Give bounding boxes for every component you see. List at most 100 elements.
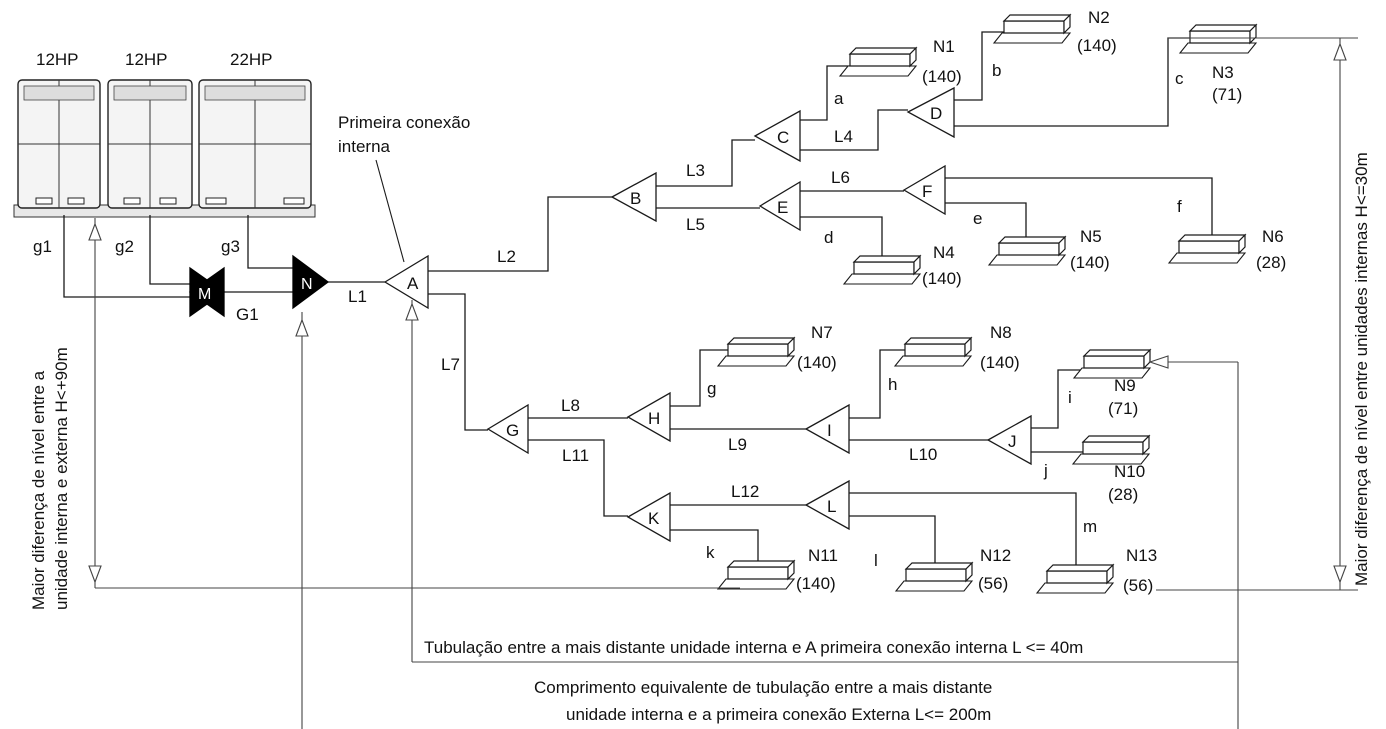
svg-text:(140): (140) (1077, 36, 1117, 55)
svg-text:H: H (648, 409, 660, 428)
outdoor-unit-3-label: 22HP (230, 50, 273, 69)
label-g1: g1 (33, 237, 52, 256)
svg-text:(56): (56) (1123, 576, 1153, 595)
indoor-unit-N11: N11 (140) (717, 546, 838, 593)
label-h: h (888, 375, 897, 394)
indoor-unit-N2: N2 (140) (993, 8, 1117, 55)
joint-C: C (753, 109, 801, 163)
indoor-unit-N4: N4 (140) (843, 243, 962, 288)
svg-text:N9: N9 (1114, 376, 1136, 395)
bottom-dimension-text-1: Tubulação entre a mais distante unidade … (424, 638, 1083, 657)
svg-text:(140): (140) (922, 67, 962, 86)
pipe-h (849, 349, 905, 419)
label-G1: G1 (236, 305, 259, 324)
bottom-dimension-text-2a: Comprimento equivalente de tubulação ent… (534, 678, 992, 697)
svg-text:N: N (301, 276, 313, 293)
joint-G: G (486, 403, 529, 455)
outdoor-unit-1 (17, 79, 101, 209)
left-dimension-text-1: Maior diferença de nível entre a (29, 370, 48, 610)
svg-text:E: E (777, 198, 788, 217)
pipe-L11 (528, 439, 628, 517)
pipe-f (945, 177, 1213, 238)
label-d: d (824, 228, 833, 247)
svg-text:A: A (407, 274, 419, 293)
svg-text:K: K (648, 509, 660, 528)
pipe-g3 (247, 215, 293, 269)
svg-text:N1: N1 (933, 37, 955, 56)
outdoor-piping: g1 g2 g3 G1 (33, 215, 385, 324)
svg-text:(140): (140) (922, 269, 962, 288)
joint-L: L (804, 479, 850, 531)
label-c: c (1175, 69, 1184, 88)
label-g2: g2 (115, 237, 134, 256)
svg-text:N10: N10 (1114, 462, 1145, 481)
svg-text:N11: N11 (808, 546, 838, 565)
label-L2: L2 (497, 247, 516, 266)
label-e: e (973, 209, 982, 228)
label-f: f (1177, 197, 1182, 216)
label-L10: L10 (909, 445, 937, 464)
outdoor-units: 12HP 12HP 22HP (13, 50, 316, 218)
svg-text:N12: N12 (980, 546, 1011, 565)
outdoor-unit-3 (198, 79, 312, 209)
pipe-L3 (656, 139, 755, 187)
svg-text:(28): (28) (1256, 253, 1286, 272)
svg-text:(140): (140) (797, 353, 837, 372)
pipe-m (849, 492, 1077, 570)
pipe-g2 (149, 215, 190, 285)
label-L9: L9 (728, 435, 747, 454)
label-b: b (992, 61, 1001, 80)
label-g: g (707, 379, 716, 398)
pipe-a (800, 65, 850, 121)
joint-D: D (906, 86, 955, 139)
svg-text:interna: interna (338, 137, 391, 156)
svg-text:F: F (922, 182, 932, 201)
svg-text:(71): (71) (1212, 85, 1242, 104)
joint-K: K (626, 491, 671, 543)
joint-N: N (292, 254, 330, 310)
dimension-lines: Maior diferença de nível entre a unidade… (29, 37, 1371, 729)
indoor-unit-N9: N9 (71) (1073, 349, 1151, 418)
pipe-l (849, 515, 936, 568)
pipe-g1 (63, 215, 190, 298)
svg-text:I: I (827, 421, 832, 440)
label-L3: L3 (686, 161, 705, 180)
indoor-unit-N3: N3 (71) (1179, 24, 1257, 104)
svg-text:N2: N2 (1088, 8, 1110, 27)
indoor-unit-N10: N10 (28) (1072, 435, 1150, 504)
svg-text:(71): (71) (1108, 399, 1138, 418)
svg-text:M: M (198, 286, 211, 303)
pipe-g (670, 349, 728, 407)
indoor-unit-N1: N1 (140) (839, 37, 962, 86)
label-j: j (1043, 461, 1048, 480)
outdoor-unit-2 (107, 79, 193, 209)
label-g3: g3 (221, 237, 240, 256)
pipe-i (1031, 369, 1085, 429)
indoor-unit-N13: N13 (56) (1036, 546, 1157, 595)
label-i: i (1068, 388, 1072, 407)
svg-text:N6: N6 (1262, 227, 1284, 246)
label-L1: L1 (348, 287, 367, 306)
label-L5: L5 (686, 215, 705, 234)
label-L4: L4 (834, 127, 853, 146)
joint-E: E (758, 180, 801, 232)
label-m: m (1083, 517, 1097, 536)
svg-text:Primeira conexão: Primeira conexão (338, 113, 470, 132)
pipe-c (954, 37, 1190, 127)
pipe-b (954, 31, 1005, 101)
pipe-labels: L1 L2 L3 L4 L5 L6 L7 L8 L9 L10 L11 L12 a… (348, 61, 1184, 570)
pipe-L2 (428, 196, 612, 272)
left-dimension-text-2: unidade interna e externa H<+90m (52, 347, 71, 610)
joint-M: M (188, 266, 226, 318)
indoor-unit-N5: N5 (140) (988, 227, 1110, 272)
svg-text:(28): (28) (1108, 485, 1138, 504)
svg-text:N7: N7 (811, 323, 833, 342)
indoor-unit-N12: N12 (56) (895, 546, 1011, 593)
indoor-unit-N7: N7 (140) (717, 323, 837, 372)
first-connection-note: Primeira conexão interna (338, 113, 470, 263)
bottom-dimension-text-2b: unidade interna e a primeira conexão Ext… (566, 705, 991, 724)
indoor-unit-N6: N6 (28) (1168, 227, 1286, 272)
svg-text:N13: N13 (1126, 546, 1157, 565)
joint-B: B (610, 171, 657, 223)
